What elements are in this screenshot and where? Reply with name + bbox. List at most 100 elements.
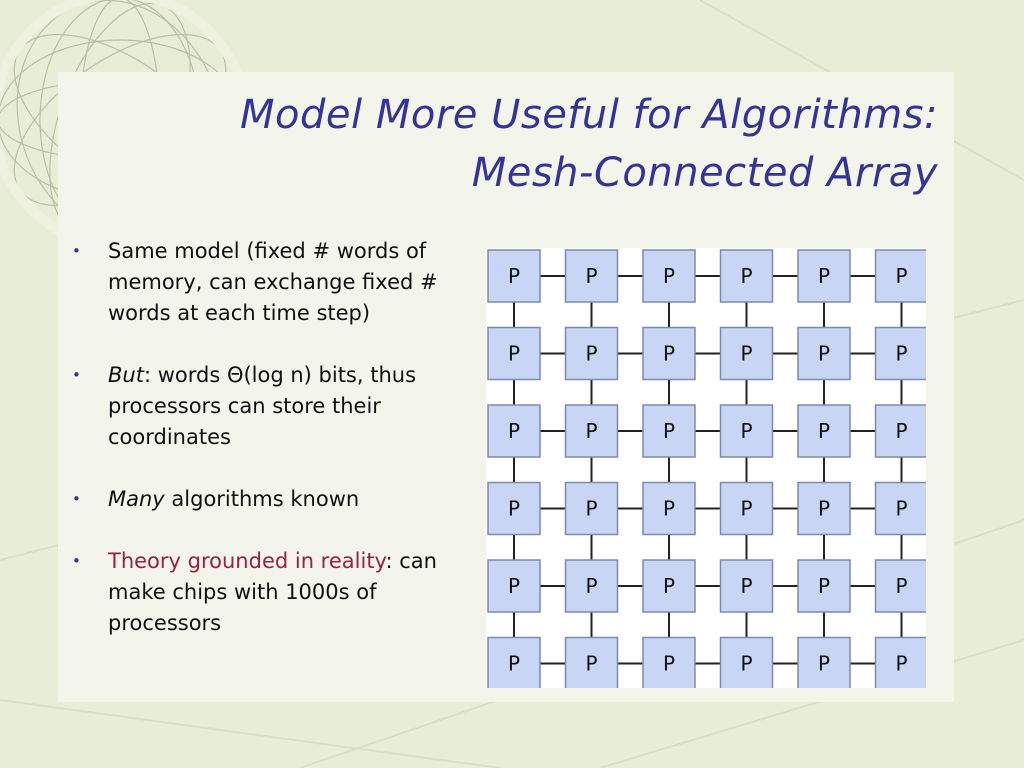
- processor-box: [719, 636, 774, 688]
- bullet-text: Same model (fixed # words of memory, can…: [108, 239, 438, 325]
- processor-box: [874, 559, 926, 613]
- processor-label: P: [740, 419, 752, 443]
- processor-node: P: [564, 559, 619, 613]
- processor-label: P: [740, 574, 752, 598]
- processor-label: P: [585, 574, 597, 598]
- processor-label: P: [663, 419, 675, 443]
- processor-label: P: [818, 419, 830, 443]
- processor-label: P: [585, 264, 597, 288]
- processor-node: P: [797, 481, 851, 536]
- processor-box: [564, 481, 619, 536]
- bullet-icon: •: [72, 366, 81, 384]
- processor-node: P: [874, 481, 926, 536]
- processor-node: P: [564, 249, 619, 303]
- processor-node: P: [642, 249, 696, 303]
- bullet-icon: •: [72, 552, 81, 570]
- processor-box: [719, 559, 774, 613]
- processor-box: [642, 636, 696, 688]
- processor-box: [642, 559, 696, 613]
- processor-box: [719, 249, 774, 303]
- processor-box: [874, 326, 926, 381]
- processor-label: P: [740, 342, 752, 366]
- processor-label: P: [508, 574, 520, 598]
- processor-box: [874, 249, 926, 303]
- processor-label: P: [895, 342, 907, 366]
- processor-box: [719, 326, 774, 381]
- title-line-1: Model More Useful for Algorithms:: [240, 92, 938, 138]
- title-line-2: Mesh-Connected Array: [471, 150, 938, 196]
- processor-label: P: [818, 574, 830, 598]
- bullet-emphasis: Many: [108, 487, 165, 511]
- processor-label: P: [508, 419, 520, 443]
- processor-node: P: [874, 326, 926, 381]
- processor-node: P: [642, 481, 696, 536]
- processor-label: P: [585, 342, 597, 366]
- processor-node: P: [874, 559, 926, 613]
- mesh-background: [486, 248, 926, 688]
- processor-box: [487, 249, 541, 303]
- processor-label: P: [663, 264, 675, 288]
- processor-label: P: [895, 652, 907, 676]
- processor-node: P: [564, 636, 619, 688]
- processor-box: [642, 249, 696, 303]
- processor-node: P: [874, 636, 926, 688]
- processor-box: [719, 404, 774, 458]
- processor-label: P: [895, 497, 907, 521]
- bullet-item-2: • But: words Θ(log n) bits, thus process…: [72, 360, 462, 453]
- processor-label: P: [895, 574, 907, 598]
- processor-box: [564, 404, 619, 458]
- processor-box: [874, 636, 926, 688]
- bullet-icon: •: [72, 242, 81, 260]
- processor-label: P: [818, 497, 830, 521]
- processor-box: [487, 326, 541, 381]
- processor-label: P: [508, 264, 520, 288]
- bullet-list: • Same model (fixed # words of memory, c…: [72, 236, 462, 670]
- processor-box: [642, 404, 696, 458]
- processor-node: P: [487, 404, 541, 458]
- processor-label: P: [818, 342, 830, 366]
- processor-node: P: [487, 559, 541, 613]
- processor-box: [874, 404, 926, 458]
- processor-box: [719, 481, 774, 536]
- bullet-text: : words Θ(log n) bits, thus processors c…: [108, 363, 417, 449]
- processor-node: P: [487, 636, 541, 688]
- processor-label: P: [740, 497, 752, 521]
- bullet-highlight: Theory grounded in reality: [108, 549, 386, 573]
- processor-node: P: [874, 404, 926, 458]
- processor-node: P: [487, 249, 541, 303]
- processor-box: [642, 481, 696, 536]
- processor-box: [487, 636, 541, 688]
- processor-box: [874, 481, 926, 536]
- processor-node: P: [719, 326, 774, 381]
- processor-box: [797, 326, 851, 381]
- processor-box: [797, 404, 851, 458]
- processor-node: P: [797, 249, 851, 303]
- processor-box: [487, 404, 541, 458]
- processor-label: P: [740, 264, 752, 288]
- processor-label: P: [585, 497, 597, 521]
- processor-node: P: [564, 481, 619, 536]
- processor-label: P: [740, 652, 752, 676]
- processor-node: P: [642, 559, 696, 613]
- processor-label: P: [508, 497, 520, 521]
- bullet-item-3: • Many algorithms known: [72, 484, 462, 515]
- processor-node: P: [487, 481, 541, 536]
- processor-node: P: [564, 404, 619, 458]
- bullet-item-4: • Theory grounded in reality: can make c…: [72, 546, 462, 639]
- processor-box: [642, 326, 696, 381]
- bullet-text: algorithms known: [164, 487, 360, 511]
- processor-label: P: [508, 342, 520, 366]
- processor-node: P: [797, 559, 851, 613]
- bullet-icon: •: [72, 490, 81, 508]
- processor-box: [564, 326, 619, 381]
- processor-node: P: [874, 249, 926, 303]
- bullet-item-1: • Same model (fixed # words of memory, c…: [72, 236, 462, 329]
- processor-label: P: [585, 419, 597, 443]
- processor-node: P: [719, 559, 774, 613]
- processor-node: P: [487, 326, 541, 381]
- processor-box: [564, 559, 619, 613]
- processor-node: P: [642, 636, 696, 688]
- processor-label: P: [818, 652, 830, 676]
- processor-node: P: [797, 404, 851, 458]
